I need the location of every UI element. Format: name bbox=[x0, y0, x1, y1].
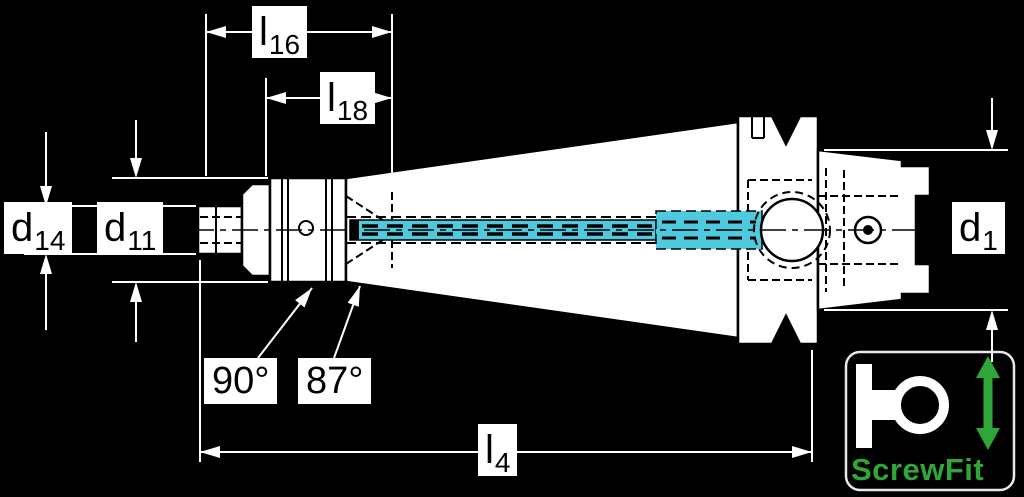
dim-d1 bbox=[986, 98, 998, 362]
label-l4-base: l bbox=[485, 428, 494, 472]
arrowhead bbox=[372, 26, 392, 38]
label-d11-base: d bbox=[104, 206, 127, 250]
arrowhead bbox=[130, 282, 142, 302]
logo-border bbox=[844, 350, 1016, 492]
screwfit-logo-text: ScrewFit bbox=[851, 452, 985, 487]
set-screw-detail bbox=[298, 220, 314, 236]
dim-d11 bbox=[130, 120, 142, 342]
label-l18-sub: 18 bbox=[336, 95, 369, 126]
hidden-line bbox=[345, 233, 393, 265]
arrowhead bbox=[295, 288, 312, 308]
label-l18: l18 bbox=[320, 72, 376, 126]
arrowhead bbox=[200, 446, 220, 458]
label-d14-base: d bbox=[11, 206, 34, 250]
label-angle-90: 90° bbox=[204, 358, 278, 404]
label-d11: d11 bbox=[97, 202, 164, 256]
label-l4-sub: 4 bbox=[494, 447, 511, 478]
arrowhead bbox=[130, 158, 142, 178]
arrowhead bbox=[40, 186, 52, 206]
label-d1-base: d bbox=[959, 206, 982, 250]
dim-d14 bbox=[40, 132, 52, 330]
hidden-circle bbox=[753, 191, 831, 269]
label-d14: d14 bbox=[4, 202, 73, 256]
arrowhead bbox=[976, 428, 1000, 450]
arrowhead bbox=[206, 26, 226, 38]
label-d1-sub: 1 bbox=[982, 225, 998, 256]
dimension-graphics bbox=[24, 14, 1008, 462]
arrowhead bbox=[986, 130, 998, 150]
label-l18-base: l bbox=[327, 76, 336, 120]
arrowhead bbox=[792, 446, 812, 458]
arrowhead bbox=[266, 92, 286, 104]
arrowhead bbox=[347, 286, 360, 307]
label-l16-sub: 16 bbox=[268, 29, 301, 60]
arrowhead bbox=[986, 310, 998, 330]
screwfit-coupling-profile-icon bbox=[856, 364, 949, 448]
label-l4: l4 bbox=[478, 424, 518, 478]
label-l16-base: l bbox=[259, 10, 268, 54]
label-d11-sub: 11 bbox=[127, 225, 157, 256]
label-d14-sub: 14 bbox=[34, 225, 66, 256]
arrowhead bbox=[40, 254, 52, 274]
hidden-line bbox=[345, 195, 393, 227]
screwfit-logo bbox=[844, 350, 1016, 492]
angle-leaders bbox=[257, 285, 361, 359]
logo-bar bbox=[856, 364, 872, 448]
label-d1: d1 bbox=[952, 202, 1005, 256]
arrowhead bbox=[372, 92, 392, 104]
logo-boss bbox=[891, 376, 949, 434]
label-angle-87: 87° bbox=[298, 358, 372, 404]
double-headed-vertical-arrow-icon bbox=[976, 356, 1000, 450]
label-l16: l16 bbox=[252, 6, 308, 60]
arrowhead bbox=[976, 356, 1000, 378]
